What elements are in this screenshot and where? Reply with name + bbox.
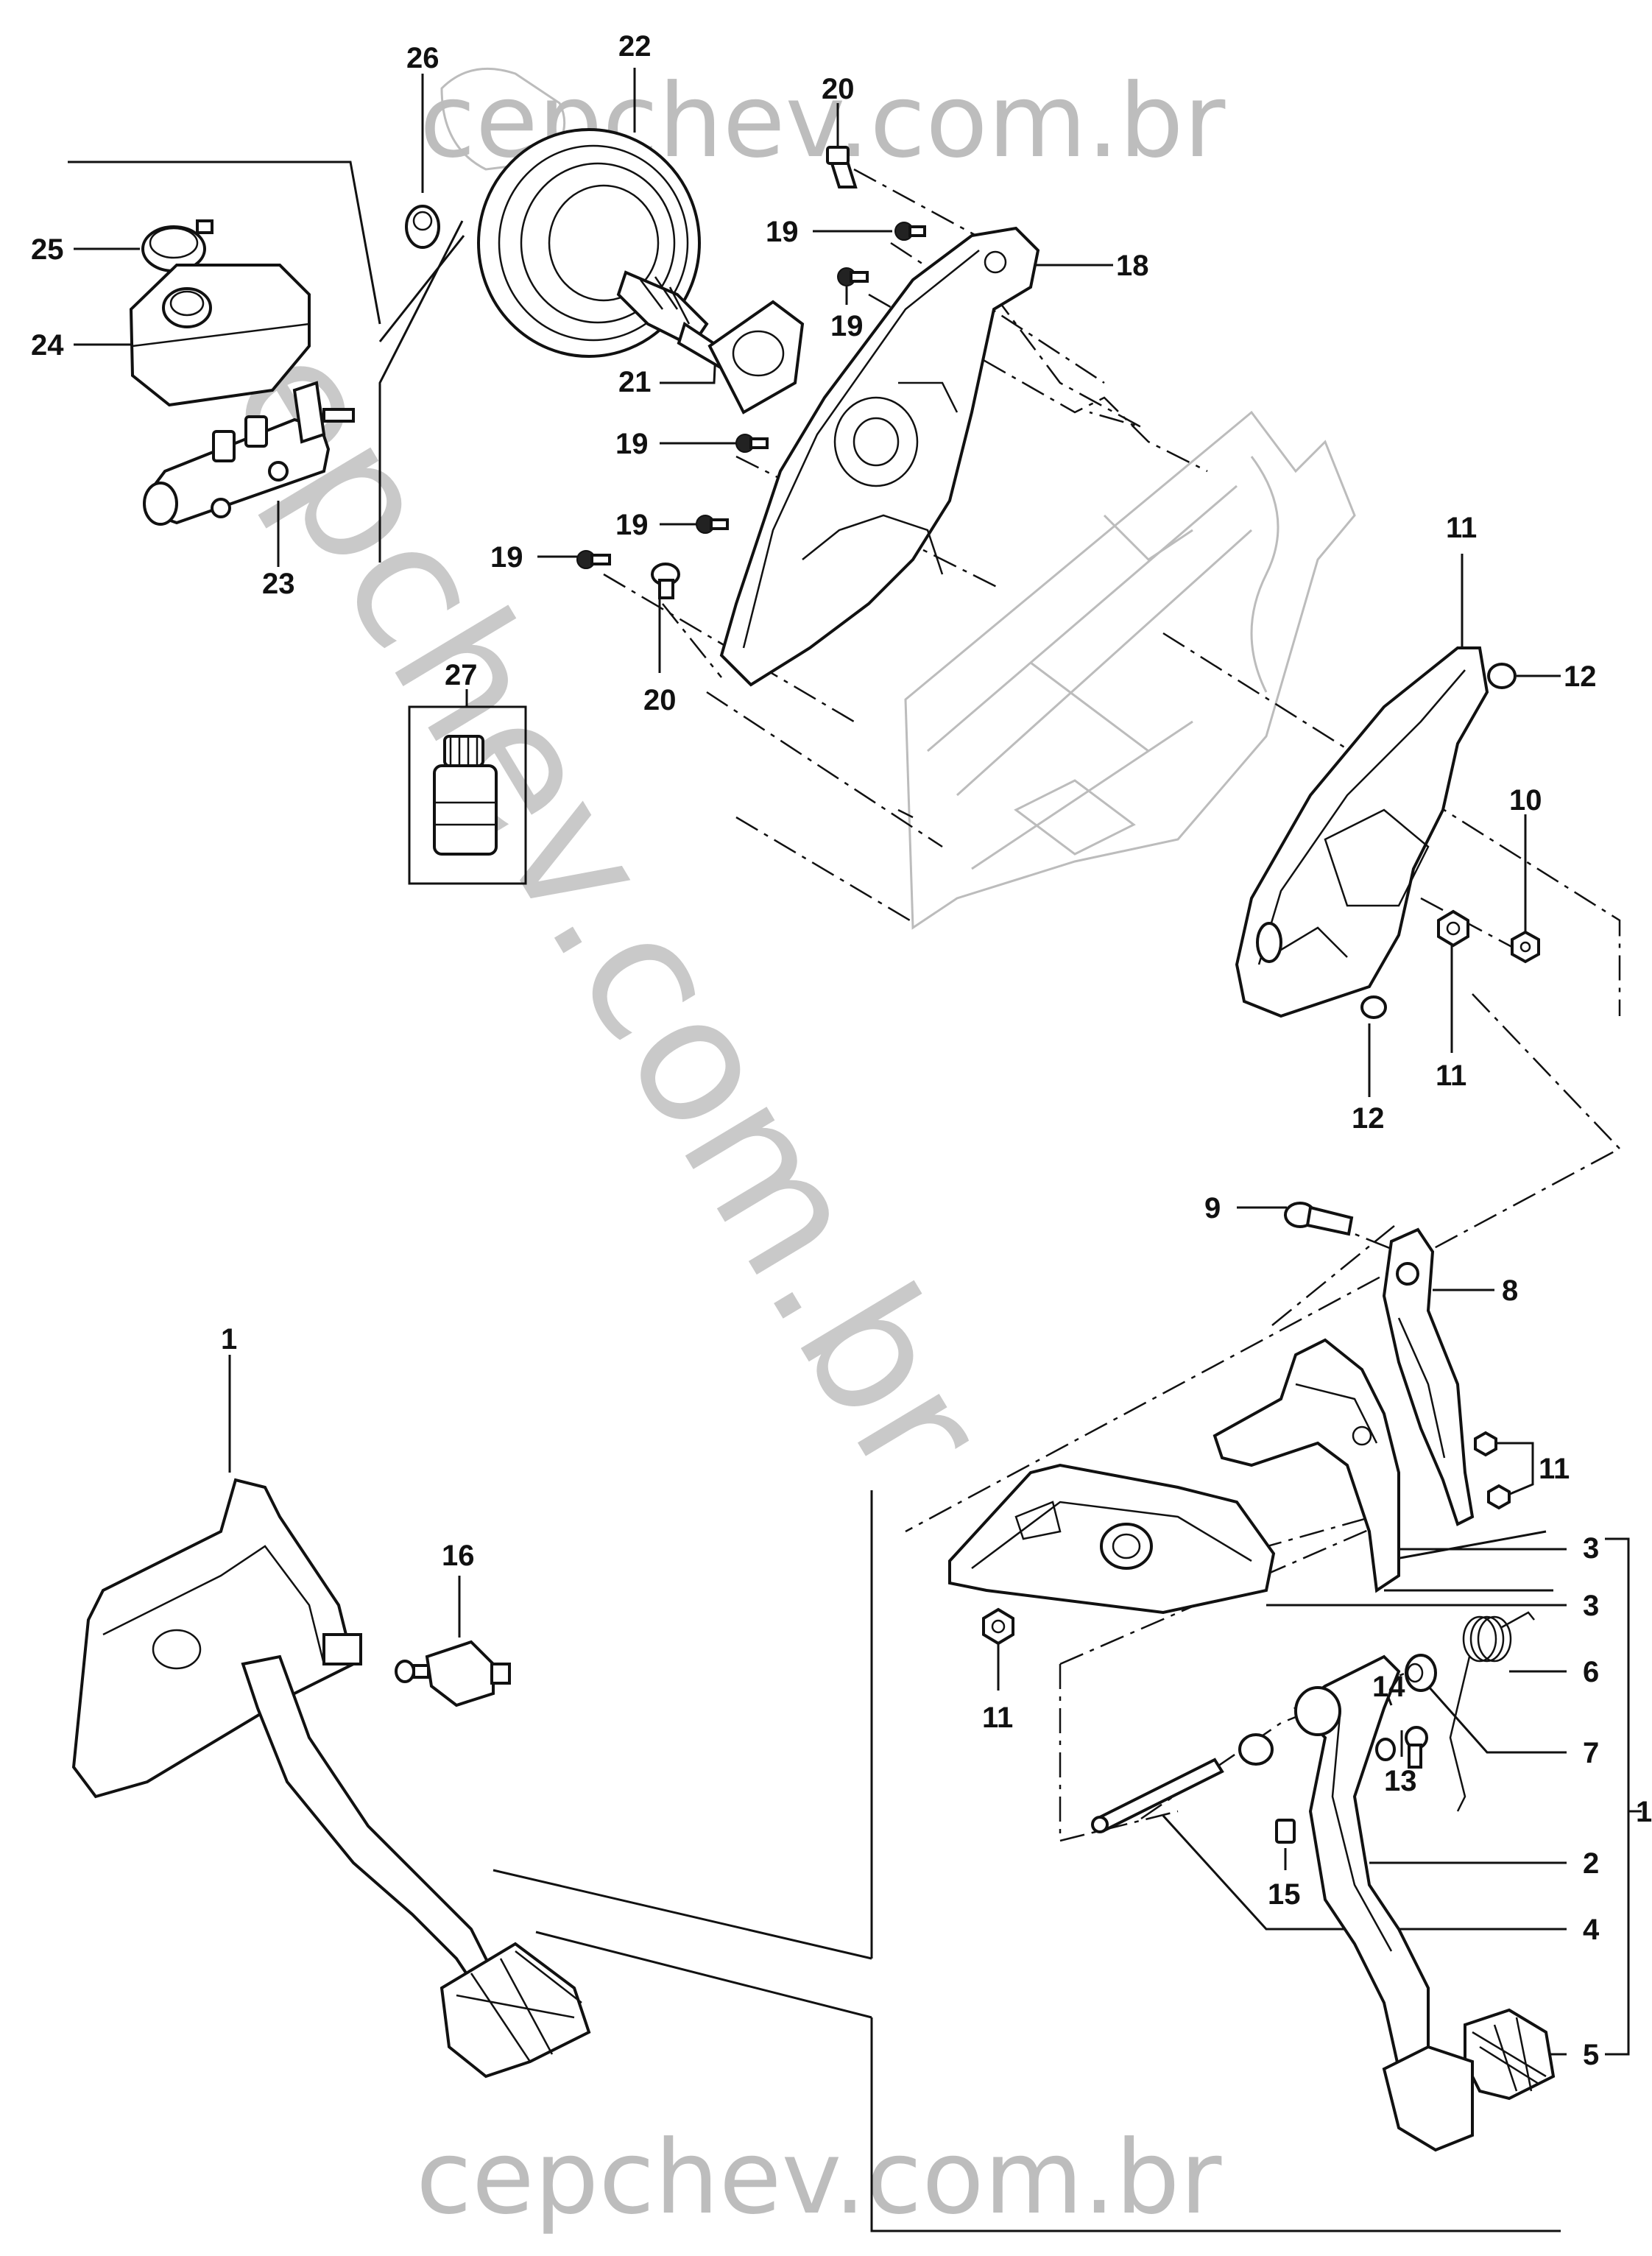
- callout-18: 18: [1116, 250, 1149, 282]
- part-13-pin: [1405, 1726, 1428, 1769]
- part-27-fluid-bottle: [433, 735, 498, 856]
- callout-7: 5: [1583, 2039, 1599, 2071]
- part-12-clips: [1360, 663, 1517, 1019]
- part-21-gasket: [707, 300, 805, 415]
- part-18-mounting-bracket: [719, 226, 1040, 687]
- callout-19-e: 19: [490, 541, 523, 574]
- callout-8: 8: [1502, 1275, 1518, 1307]
- callout-22: 22: [618, 30, 652, 63]
- part-20-bolt-lower: [651, 563, 680, 599]
- part-10-nuts: [1474, 1431, 1511, 1510]
- part-2-brake-pedal-arm: [1293, 1654, 1430, 2071]
- callout-27: 27: [445, 659, 478, 691]
- callout-1-right: 1: [1636, 1796, 1652, 1828]
- callout-3-upper: 3: [1583, 1532, 1599, 1565]
- part-23-master-cylinder: [143, 381, 355, 526]
- callout-20-top: 20: [822, 73, 855, 105]
- callout-11-b: 11: [1436, 1060, 1466, 1092]
- part-24-fluid-reservoir: [129, 264, 311, 407]
- callout-12-a: 12: [1564, 660, 1597, 693]
- part-1-pedal-assembly: [71, 1478, 591, 2079]
- callout-14: 14: [1372, 1671, 1405, 1703]
- leader-lines: [68, 68, 1642, 2232]
- callout-4: 4: [1583, 1914, 1600, 1946]
- callout-24: 24: [31, 329, 64, 362]
- part-14-washer: [1375, 1738, 1396, 1761]
- callout-3-lower: 3: [1583, 1590, 1599, 1622]
- callout-12-b: 12: [1352, 1102, 1385, 1135]
- part-19-bolts: [576, 222, 926, 569]
- part-7-pedal-pad-rubber: [1464, 2008, 1556, 2101]
- part-22-brake-booster: [477, 128, 731, 370]
- callout-26: 26: [406, 42, 440, 74]
- callout-19-d: 19: [615, 509, 649, 541]
- part-15-clip: [1275, 1819, 1296, 1844]
- part-11-nuts: [982, 909, 1540, 1646]
- part-4-pivot-shaft: [1091, 1733, 1274, 1833]
- part-9-bolt: [1284, 1202, 1354, 1236]
- callout-19-c: 19: [615, 428, 649, 460]
- part-25-reservoir-cap: [141, 219, 213, 272]
- callout-2: 2: [1583, 1847, 1599, 1880]
- callout-6: 7: [1583, 1737, 1599, 1769]
- callout-23: 23: [262, 568, 295, 600]
- callout-20-lower: 20: [643, 684, 677, 716]
- part-17-insulator-panel: [1235, 646, 1489, 1018]
- callout-labels: 26 22 20 19 18 19 21 19 19 19 20 25 24 2…: [31, 30, 1652, 2071]
- callout-1-left: 1: [221, 1323, 237, 1356]
- callout-25: 25: [31, 233, 64, 266]
- callout-10: 11: [1539, 1453, 1570, 1485]
- part-3-upper-bracket: [1212, 1338, 1400, 1593]
- callout-16: 16: [442, 1540, 475, 1572]
- part-8-bracket: [1382, 1227, 1475, 1526]
- part-16-stop-light-switch: [395, 1640, 511, 1707]
- callout-13: 13: [1384, 1765, 1417, 1797]
- callout-11-a: 10: [1509, 784, 1542, 817]
- firewall-ghost: [440, 67, 1356, 930]
- callout-9: 9: [1204, 1192, 1221, 1224]
- callout-19-a: 19: [766, 216, 799, 248]
- callout-17: 11: [1446, 512, 1477, 544]
- part-6-bushing: [1405, 1654, 1437, 1692]
- watermark-bottom: cepchev.com.br: [416, 2118, 1222, 2237]
- part-3-lower-bracket: [948, 1463, 1276, 1615]
- part-26-grommet: [405, 205, 440, 249]
- callout-15: 15: [1268, 1878, 1301, 1911]
- callout-11-c: 11: [982, 1702, 1013, 1734]
- callout-21: 21: [618, 366, 652, 398]
- part-5-return-spring: [1449, 1611, 1535, 1812]
- part-20-bolt-top: [826, 146, 858, 188]
- callout-5: 6: [1583, 1656, 1599, 1688]
- callout-19-b: 19: [830, 310, 864, 342]
- part-pedal-pad-left-pedal: [1382, 2045, 1474, 2152]
